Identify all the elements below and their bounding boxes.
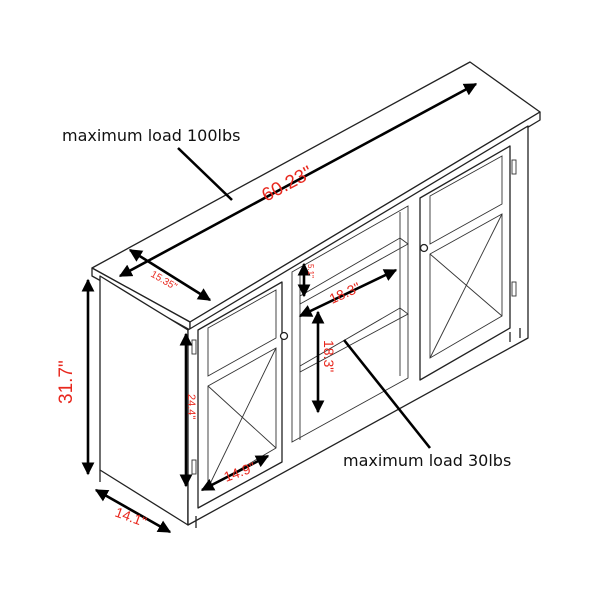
base-depth-label: 14.1": [113, 504, 149, 530]
dimension-arrows: [81, 82, 478, 534]
hinge-upper: [511, 159, 517, 175]
width-arrow: [118, 82, 478, 278]
top-load-note: maximum load 100lbs: [62, 126, 240, 145]
shelf-height-label: 18.3": [321, 340, 337, 372]
gap-label: 5.1": [306, 264, 315, 278]
door-height-label: 24.4": [185, 394, 197, 419]
base-depth-arrow: [94, 488, 172, 534]
top-depth-arrow: [128, 248, 212, 302]
top-load-leader: [177, 147, 233, 201]
hinge-lower: [511, 281, 517, 297]
left-door: [197, 281, 283, 509]
right-door-knob: [419, 243, 429, 253]
left-door-top-panel: [207, 289, 277, 377]
shelf-width-arrow: [298, 268, 398, 318]
door-width-arrow: [200, 454, 270, 492]
left-door-knob: [279, 331, 289, 341]
height-label: 31.7": [56, 360, 77, 404]
shelf-load-note: maximum load 30lbs: [343, 451, 511, 470]
shelf-load-leader: [342, 339, 432, 449]
